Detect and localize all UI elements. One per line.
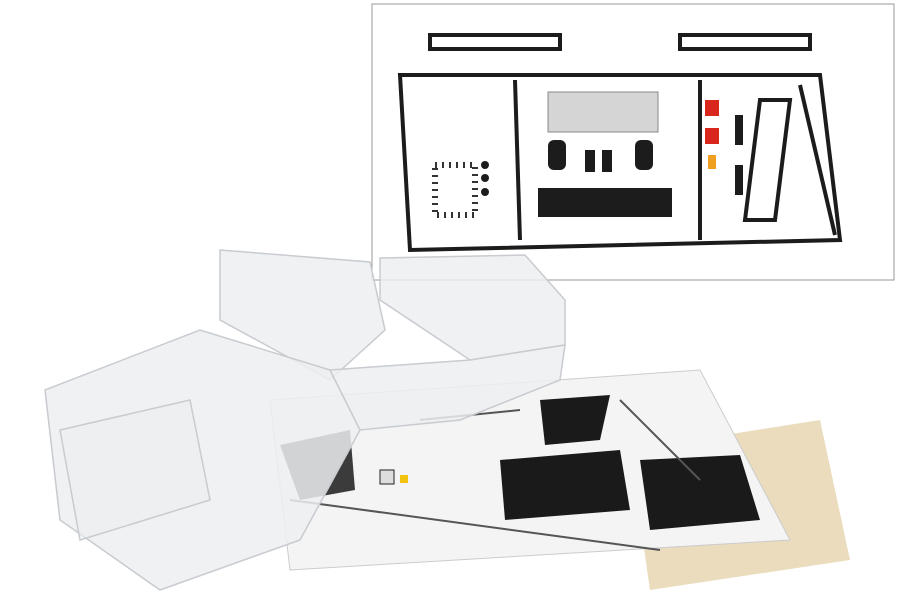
side-panel bbox=[328, 344, 566, 431]
mirror-right bbox=[635, 140, 653, 170]
sprue-divider bbox=[513, 79, 522, 241]
side-step bbox=[742, 98, 793, 222]
rack-bar-right bbox=[678, 33, 812, 51]
cab bbox=[219, 249, 386, 381]
amber-light bbox=[708, 155, 716, 169]
small-parts bbox=[432, 115, 743, 218]
mirror-left bbox=[548, 140, 566, 170]
front-grille-area bbox=[59, 399, 211, 541]
rack-bar-left bbox=[428, 33, 562, 51]
parts-tree bbox=[397, 33, 843, 253]
tail-light-bottom bbox=[705, 128, 719, 144]
screws bbox=[432, 161, 489, 218]
bumper-part bbox=[538, 188, 672, 217]
grille-part bbox=[547, 91, 659, 133]
truck-bed bbox=[379, 254, 566, 361]
clear-truck-body bbox=[44, 249, 566, 591]
tail-light-top bbox=[705, 100, 719, 116]
sprue-frame bbox=[397, 73, 843, 253]
